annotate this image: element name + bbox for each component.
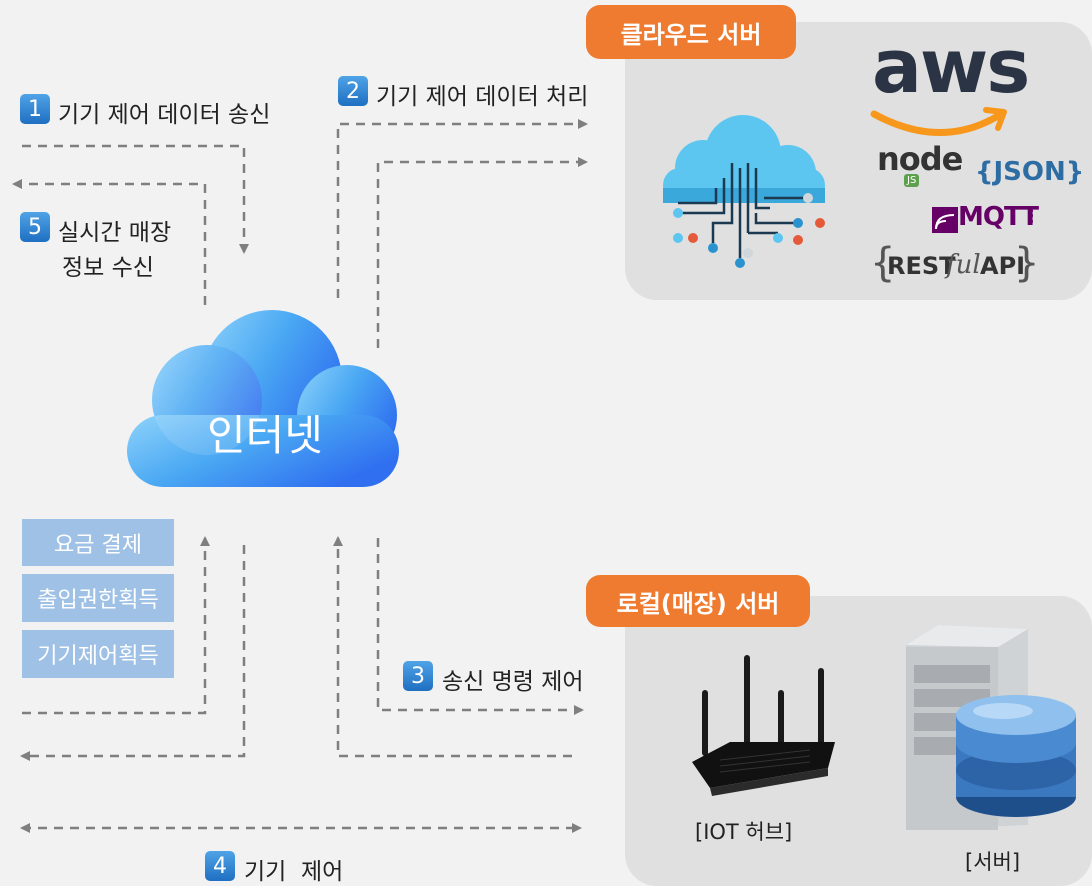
feature-payment: 요금 결제 [22,519,174,566]
rest-ful-label: ful [946,250,981,280]
server-database-icon [906,625,1076,830]
step5-label-line1: 실시간 매장 [58,220,172,246]
cloud-network-icon [663,115,825,268]
server-caption: [서버] [965,850,1021,874]
arrow-step2-a [336,119,588,298]
local-server-title: 로컬(매장) 서버 [586,575,810,627]
internet-cloud [127,310,399,487]
step4-label: 기기 제어 [244,859,344,885]
aws-logo: aws [872,24,1030,110]
mqtt-org-label: ORG [1025,208,1034,224]
arrow-step1 [22,144,249,254]
node-js-badge: JS [904,174,920,187]
mqtt-logo: MQTT [958,202,1039,232]
step1-badge: 1 [20,94,50,124]
internet-label: 인터넷 [207,411,323,460]
arrow-step5 [12,179,207,305]
arrow-step3-down [376,538,584,715]
aws-smile-icon [870,107,1007,136]
step3-label: 송신 명령 제어 [442,669,584,695]
step1-label: 기기 제어 데이터 송신 [58,102,271,128]
mqtt-icon [932,207,958,233]
step2-label: 기기 제어 데이터 처리 [376,84,589,110]
rest-logo: REST [887,252,956,280]
step5-badge: 5 [20,212,50,242]
step4-badge: 4 [205,851,235,881]
json-logo: {JSON} [975,157,1085,187]
arrow-step3-up [333,536,572,758]
feature-access: 출입권한획득 [22,574,174,622]
step3-badge: 3 [403,661,433,691]
iot-hub-caption: [IOT 허브] [695,820,793,844]
node-logo: node [877,140,963,178]
step5-label-line2: 정보 수신 [62,255,154,281]
iot-hub-router-icon [692,655,835,796]
step2-badge: 2 [338,76,368,106]
arrow-step2-b [376,157,588,348]
feature-device-control: 기기제어획득 [22,630,174,678]
arrow-left-down [20,545,246,761]
cloud-server-title: 클라우드 서버 [586,5,796,59]
rest-api-label: API [980,252,1026,280]
arrow-left-up [22,536,210,715]
rest-brace-right: } [1014,240,1040,286]
rest-brace-left: { [870,240,896,286]
